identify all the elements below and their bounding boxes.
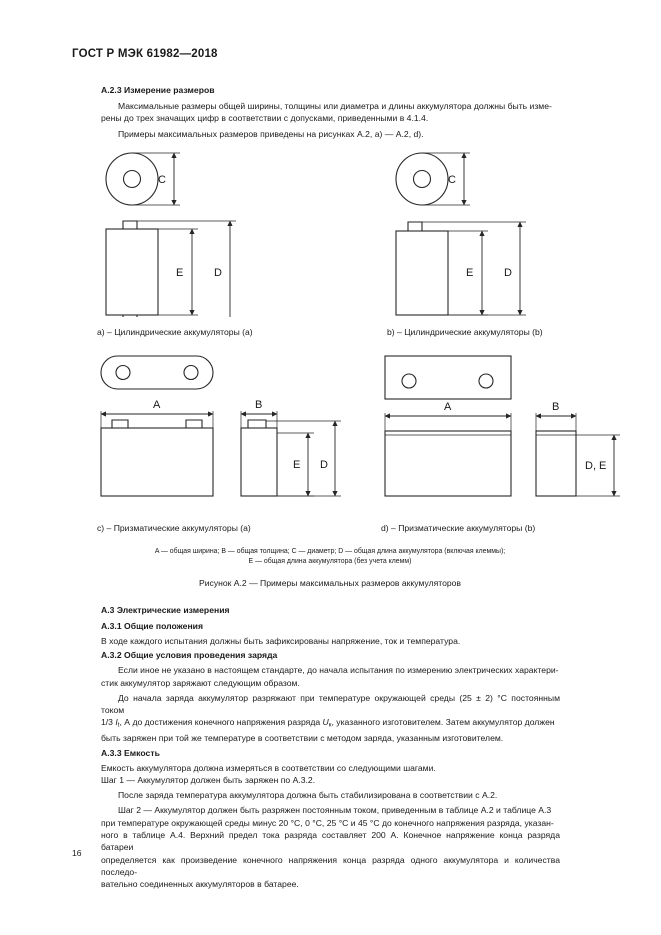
para-a32-b-l2: 1/3 It, А до достижения конечного напряж… [101,716,560,732]
label-b-d: D [504,267,512,279]
para-a33-step2-l3: ного в таблице А.4. Верхний предел тока … [101,830,560,853]
cyl-b-body [395,230,449,316]
diagram-prismatic-a: A B E D [100,355,341,497]
prism-a-front-body [100,427,214,497]
para-a33-after-charge: После заряда температура аккумулятора до… [118,790,498,801]
label-a-d: D [214,267,222,279]
symbol-current-sub: t [117,721,120,729]
heading-a-3-2: А.3.2 Общие условия проведения заряда [101,650,278,661]
para-a32-l2: стик аккумулятор заряжают следующим обра… [101,677,300,688]
caption-c: c) – Призматические аккумуляторы (a) [97,523,251,533]
figure-title: Рисунок А.2 — Примеры максимальных разме… [198,578,461,588]
prism-a-side-body [240,427,278,497]
prism-b-terminal-hole-left [401,373,417,389]
section-a23: А.2.3 Измерение размеров Максимальные ра… [101,84,560,140]
frag-until-voltage: , А до достижения конечного напряжения р… [119,717,323,728]
label-d-de: D, E [585,460,606,472]
frag-current-fraction: 1/3 [101,717,116,728]
para-a32-b-l1: До начала заряда аккумулятор разряжают п… [101,692,560,716]
frag-manufacturer: , указанного изготовителем. Затем аккуму… [331,717,555,728]
caption-d: d) – Призматические аккумуляторы (b) [381,523,536,533]
cyl-a-body [105,228,159,316]
heading-a-3-3: А.3.3 Емкость [101,747,160,758]
label-a-c: C [158,174,166,186]
prism-a-terminal-hole-right [183,364,199,381]
para-a33-step2-l1: Шаг 2 — Аккумулятор должен быть разряжен… [118,805,552,816]
para-a33-l1: Емкость аккумулятора должна измеряться в… [101,762,436,773]
symbol-current-I: I [115,717,118,728]
cyl-b-outer-circle [395,152,449,206]
figure-a2: C E D [0,150,661,590]
cyl-b-inner-circle [412,169,432,189]
section-a3: А.3 Электрические измерения А.3.1 Общие … [101,604,560,891]
para-a31: В ходе каждого испытания должны быть заф… [101,636,461,646]
para-a23-line2: рены до трех значащих цифр в соответстви… [101,113,429,124]
prism-a-top-outline [100,355,214,390]
para-a33-step1: Шаг 1 — Аккумулятор должен быть заряжен … [101,774,316,785]
label-b-c: C [448,174,456,186]
label-b-e: E [466,267,473,279]
legend-line-1: A — общая ширина; B — общая толщина; C —… [154,548,506,555]
label-c-b: B [255,399,262,411]
para-a32-b-l3: быть заряжен при той же температуре в со… [101,733,504,744]
caption-a: a) – Цилиндрические аккумуляторы (a) [97,327,253,337]
prism-a-terminal-hole-left [115,364,131,381]
para-a33-step2-l5: вательно соединенных аккумуляторов в бат… [101,879,299,890]
label-c-d: D [320,459,328,471]
para-a23-line1: Максимальные размеры общей ширины, толщи… [118,101,552,111]
heading-a-3: А.3 Электрические измерения [101,605,230,615]
legend-line-2: E — общая длина аккумулятора (без учета … [248,558,412,565]
para-a23-examples: Примеры максимальных размеров приведены … [118,128,424,139]
label-a-e: E [176,267,183,279]
prism-b-front-body [384,430,512,497]
symbol-voltage-sub: к [328,721,332,729]
page-number: 16 [72,848,82,858]
caption-b: b) – Цилиндрические аккумуляторы (b) [387,327,543,337]
para-a32-l1: Если иное не указано в настоящем стандар… [118,665,559,676]
cyl-a-outer-circle [105,152,159,206]
label-c-a: A [153,399,161,411]
heading-a-2-3: А.2.3 Измерение размеров [101,85,215,95]
label-d-a: A [444,401,452,413]
figure-legend: A — общая ширина; B — общая толщина; C —… [60,547,600,567]
diagram-prismatic-b: A B D, E [384,355,620,497]
para-a33-step2-l4: определяется как произведение конечного … [101,854,560,877]
symbol-voltage-U: U [322,717,329,728]
diagram-cylindrical-b: C E D [395,152,526,316]
cyl-a-inner-circle [122,169,142,189]
para-a33-step2-l2: при температуре окружающей среды минус 2… [101,817,554,828]
running-head: ГОСТ Р МЭК 61982—2018 [72,48,218,60]
prism-b-top-outline [384,355,512,400]
prism-b-terminal-hole-right [478,373,494,389]
diagram-cylindrical-a: C E D [105,152,236,317]
label-d-b: B [552,401,559,413]
label-c-e: E [293,459,300,471]
heading-a-3-1: А.3.1 Общие положения [101,621,203,631]
prism-b-side-body [535,430,577,497]
